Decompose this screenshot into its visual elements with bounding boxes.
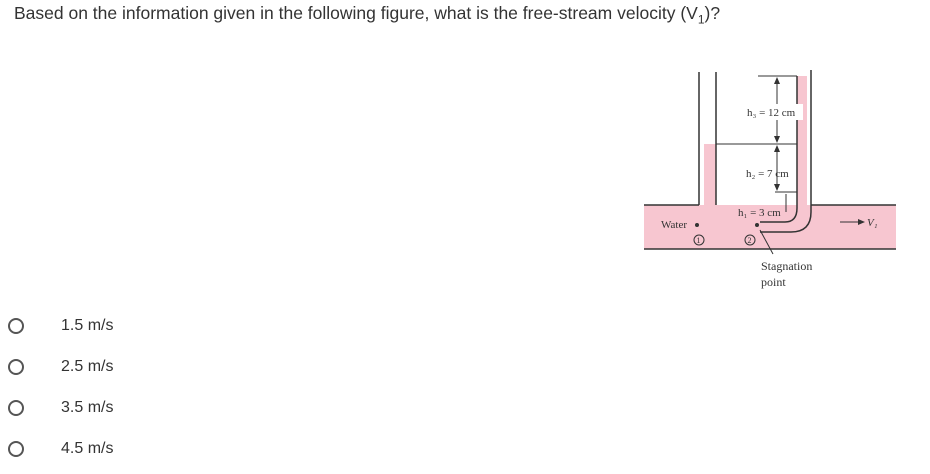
stagnation-label-line1: Stagnation (761, 259, 812, 273)
question-text: Based on the information given in the fo… (14, 3, 720, 27)
option-label-3: 3.5 m/s (61, 399, 114, 416)
h3-label-bg (743, 104, 803, 120)
point2-dot (755, 223, 759, 227)
pitot-tube-figure: h₃ = 12 cm h₂ = 7 cm h₁ = 3 cm Water 1 2… (644, 70, 896, 289)
option-label-4: 4.5 m/s (61, 440, 114, 457)
radio-button-1[interactable] (8, 318, 24, 334)
pitot-tube-outer (760, 70, 812, 233)
velocity-arrow-head (858, 219, 865, 225)
piezometer-liquid (704, 144, 716, 206)
stagnation-pointer (759, 229, 774, 255)
radio-button-3[interactable] (8, 400, 24, 416)
pitot-liquid (797, 76, 807, 206)
option-1[interactable]: 1.5 m/s (8, 308, 113, 344)
question-text-end: )? (704, 3, 721, 23)
option-4[interactable]: 4.5 m/s (8, 431, 113, 467)
water-label: Water (661, 219, 687, 231)
point1-marker (693, 234, 705, 246)
pitot-tube-inner (760, 76, 798, 223)
option-label-2: 2.5 m/s (61, 358, 114, 375)
radio-button-4[interactable] (8, 441, 24, 457)
water-channel (644, 205, 896, 249)
point1-label: 1 (697, 236, 701, 245)
point1-dot (695, 223, 699, 227)
point2-label: 2 (748, 236, 752, 245)
dimension-h2-arrow-top (774, 145, 780, 152)
stagnation-label-line2: point (761, 275, 786, 289)
option-3[interactable]: 3.5 m/s (8, 390, 113, 426)
dimension-h2-arrow-bottom (774, 184, 780, 191)
radio-button-2[interactable] (8, 359, 24, 375)
option-2[interactable]: 2.5 m/s (8, 349, 113, 385)
question-subscript: 1 (697, 12, 705, 27)
dimension-h3-arrow-bottom (774, 136, 780, 143)
h3-label: h₃ = 12 cm (747, 107, 796, 119)
h2-label: h₂ = 7 cm (746, 168, 789, 180)
h1-label: h₁ = 3 cm (738, 207, 781, 219)
option-label-1: 1.5 m/s (61, 317, 114, 334)
velocity-label: V₁ (867, 217, 878, 229)
point2-marker (744, 234, 756, 246)
dimension-h3-arrow-top (774, 77, 780, 84)
question-text-main: Based on the information given in the fo… (14, 3, 698, 23)
